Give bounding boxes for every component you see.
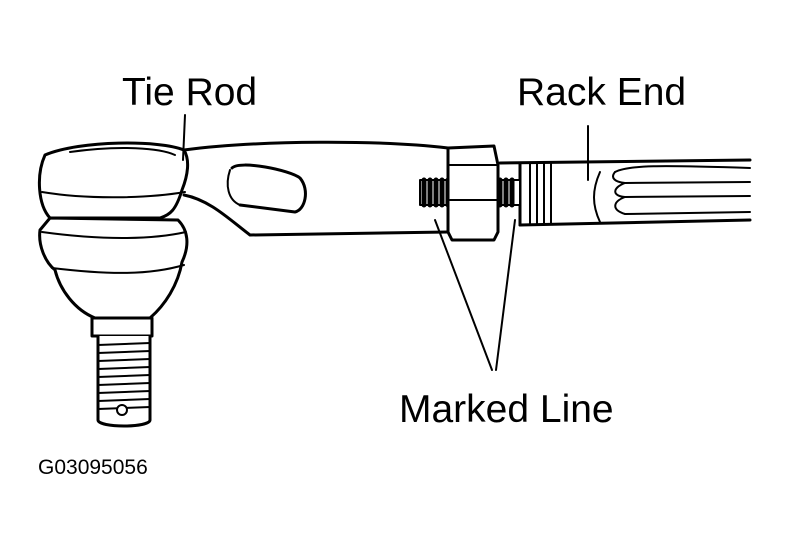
ball-joint-housing	[37, 141, 190, 428]
rack-end-label: Rack End	[517, 71, 687, 114]
leader-lines	[182, 114, 589, 371]
marked-line-label: Marked Line	[399, 388, 614, 431]
rack-end-shaft	[498, 158, 752, 227]
figure-code: G03095056	[38, 456, 148, 479]
tie-rod-label: Tie Rod	[122, 71, 258, 114]
lock-nut	[446, 144, 500, 242]
tie-rod-shaft	[182, 140, 450, 237]
